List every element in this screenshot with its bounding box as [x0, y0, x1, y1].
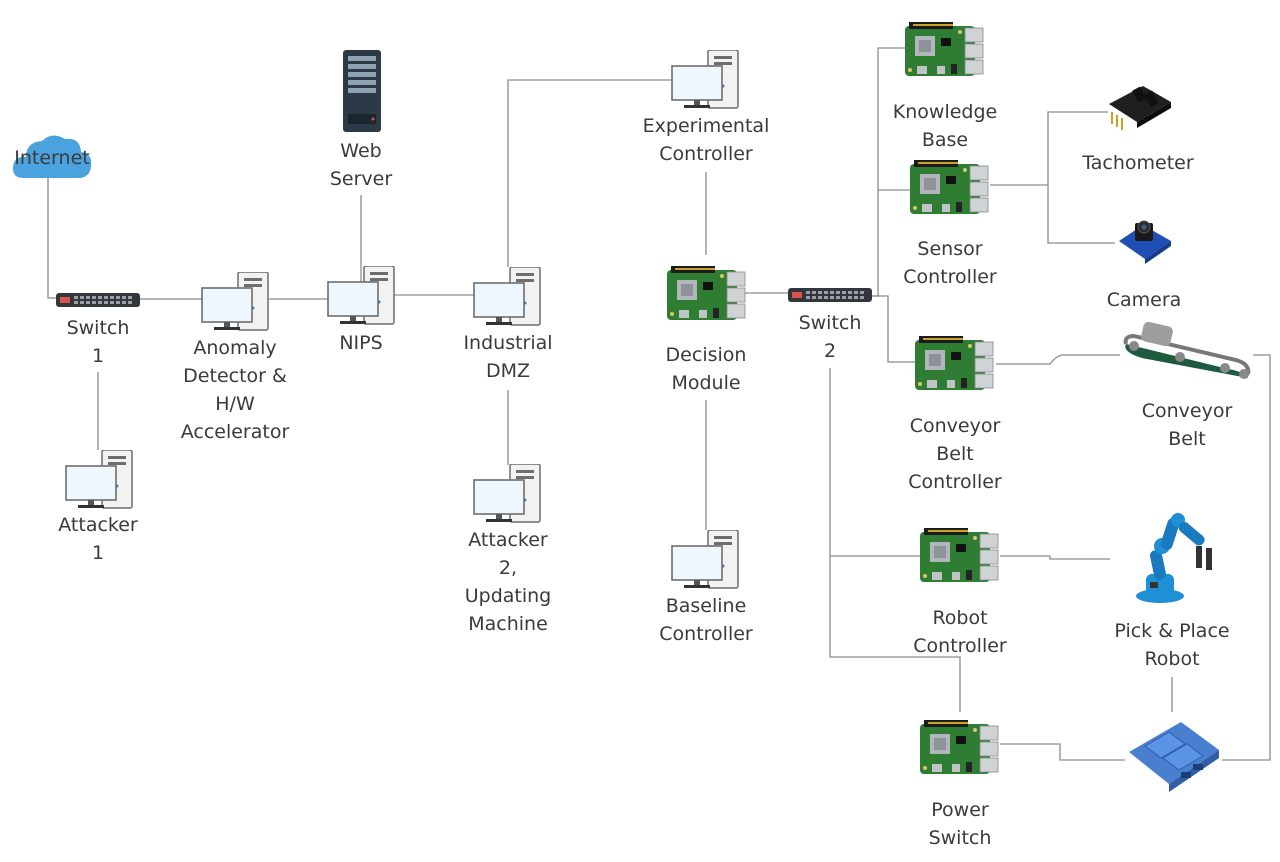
experimental-controller-label: Experimental Controller	[642, 115, 770, 165]
desktop-computer-icon	[670, 50, 740, 110]
attacker2-label: Attacker 2, Updating Machine	[464, 529, 552, 635]
conveyor-belt-label: Conveyor Belt	[1141, 400, 1233, 450]
wire-switch2-knowledge	[872, 47, 905, 297]
wire-robot-ctrl-robot	[1000, 555, 1110, 560]
wire-switch2-conveyor-ctrl	[872, 295, 915, 363]
pick-place-robot-label: Pick & Place Robot	[1114, 620, 1230, 670]
industrial-dmz-label: Industrial DMZ	[463, 332, 553, 382]
raspberry-pi-icon	[905, 22, 985, 78]
server-rack-icon	[343, 50, 381, 132]
conveyor-belt-icon	[1120, 322, 1254, 382]
decision-module-label: Decision Module	[665, 344, 747, 394]
wire-power-relay	[1000, 743, 1125, 761]
camera-module-icon	[1115, 215, 1175, 265]
robot-controller-label: Robot Controller	[913, 607, 1007, 657]
wire-conveyor-ctrl-belt	[996, 354, 1120, 365]
raspberry-pi-icon	[920, 528, 1000, 584]
network-switch-icon	[56, 293, 140, 307]
switch1-label: Switch 1	[66, 317, 130, 367]
desktop-computer-icon	[64, 450, 134, 510]
raspberry-pi-icon	[667, 266, 747, 322]
switch2-label: Switch 2	[798, 312, 862, 362]
tachometer-sensor-icon	[1105, 82, 1175, 132]
wire-sensor-camera	[1047, 185, 1115, 244]
network-switch-icon	[788, 288, 872, 302]
desktop-computer-icon	[200, 272, 270, 332]
relay-board-icon	[1125, 712, 1223, 792]
desktop-computer-icon	[670, 530, 740, 590]
raspberry-pi-icon	[910, 160, 990, 216]
anomaly-detector-label: Anomaly Detector & H/W Accelerator	[180, 337, 290, 443]
camera-label: Camera	[1106, 289, 1182, 311]
desktop-computer-icon	[472, 464, 542, 524]
power-switch-label: Power Switch	[928, 799, 992, 849]
wire-relay-belt	[1222, 354, 1271, 761]
sensor-controller-label: Sensor Controller	[903, 238, 997, 288]
robot-arm-icon	[1130, 510, 1220, 605]
internet-label: Internet	[14, 147, 90, 169]
web-server-label: Web Server	[329, 140, 393, 190]
baseline-controller-label: Baseline Controller	[659, 595, 753, 645]
wire-internet-switch1	[47, 168, 58, 299]
desktop-computer-icon	[472, 267, 542, 327]
cloud-icon	[10, 128, 94, 184]
conveyor-belt-controller-label: Conveyor Belt Controller	[908, 415, 1002, 493]
wire-sensor-tachometer	[990, 111, 1108, 186]
raspberry-pi-icon	[920, 720, 1000, 776]
wire-switch2-robot-ctrl	[829, 368, 920, 557]
raspberry-pi-icon	[915, 336, 995, 392]
nips-label: NIPS	[339, 332, 383, 354]
tachometer-label: Tachometer	[1082, 152, 1194, 174]
knowledge-base-label: Knowledge Base	[892, 101, 998, 151]
attacker1-label: Attacker 1	[58, 514, 138, 564]
desktop-computer-icon	[326, 266, 396, 326]
wire-switch2-power	[829, 556, 961, 712]
wire-dmz-experimental	[507, 79, 672, 267]
